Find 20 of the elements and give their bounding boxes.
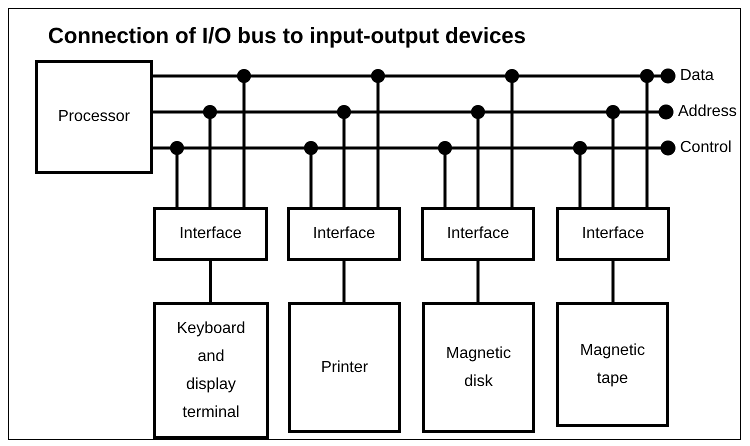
processor-box: Processor xyxy=(35,60,153,174)
device-box: Keyboard and display terminal xyxy=(153,302,269,439)
bus-line xyxy=(476,261,480,302)
bus-label: Address xyxy=(678,100,738,124)
interface-box: Interface xyxy=(153,207,268,261)
bus-label: Data xyxy=(680,64,730,88)
interface-box: Interface xyxy=(421,207,535,261)
bus-line xyxy=(153,140,676,156)
device-box: Printer xyxy=(288,302,401,433)
bus-label: Control xyxy=(680,136,742,160)
interface-box: Interface xyxy=(556,207,670,261)
bus-line xyxy=(342,261,346,302)
device-box: Magnetic tape xyxy=(556,302,669,427)
interface-box: Interface xyxy=(287,207,401,261)
bus-line xyxy=(153,104,674,120)
bus-line xyxy=(209,261,212,302)
device-box: Magnetic disk xyxy=(422,302,535,433)
diagram-title: Connection of I/O bus to input-output devices xyxy=(48,22,526,50)
bus-line xyxy=(153,68,676,84)
bus-line xyxy=(612,261,614,302)
